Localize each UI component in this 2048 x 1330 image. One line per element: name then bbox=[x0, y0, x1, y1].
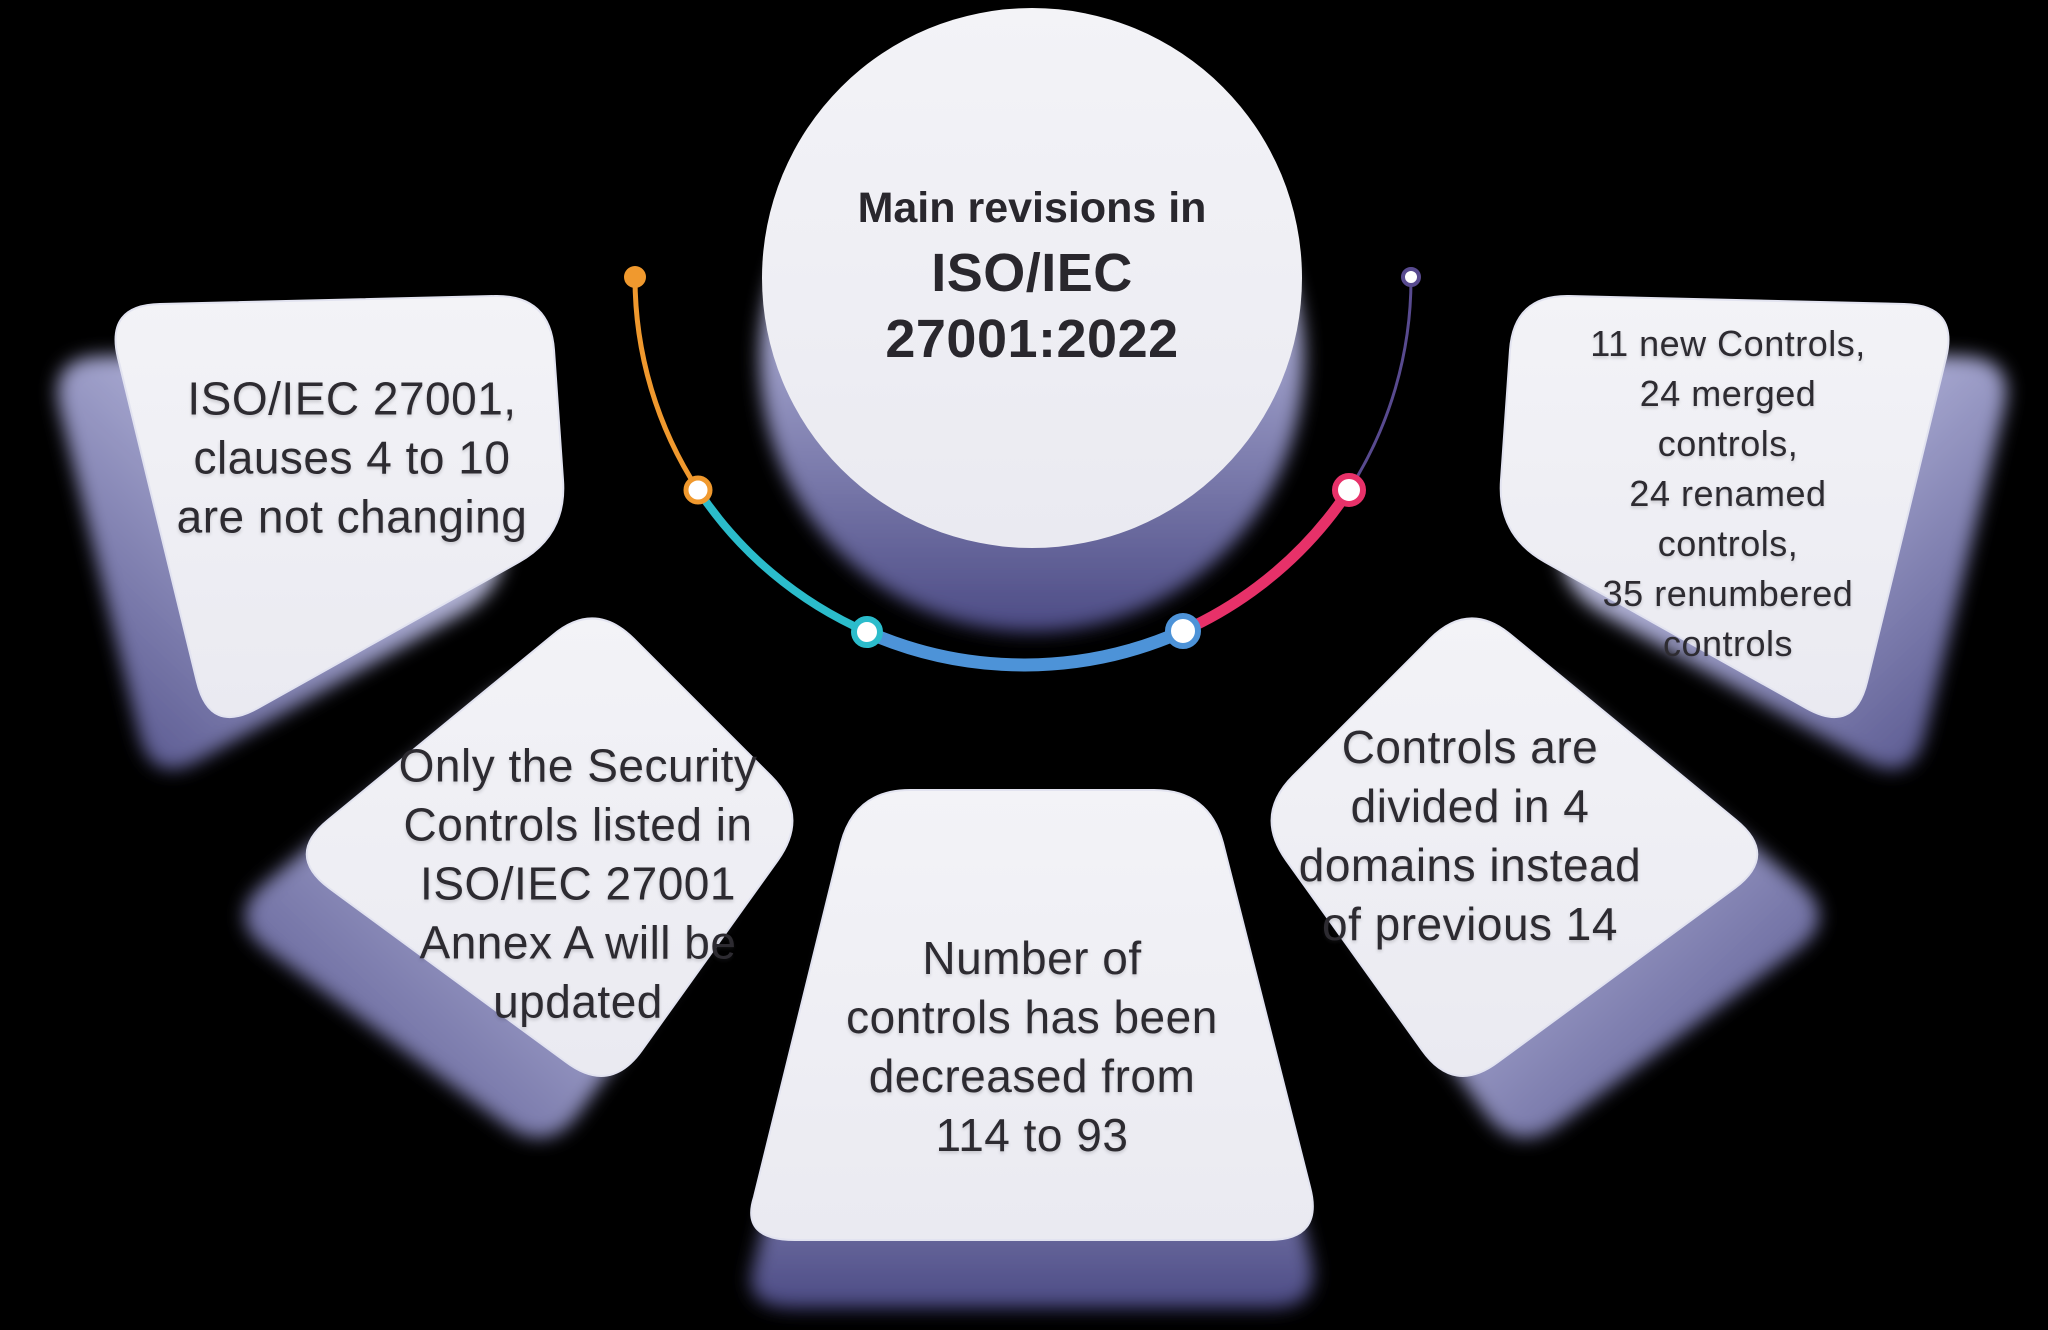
arc-segment-teal bbox=[694, 487, 869, 636]
arc-segment-purple bbox=[1347, 276, 1413, 491]
card-text-annex-a-update: Only the Security Controls listed in ISO… bbox=[398, 739, 758, 1028]
center-circle bbox=[762, 8, 1302, 548]
timeline-dot-pink bbox=[1332, 473, 1366, 507]
timeline-dot-teal bbox=[851, 616, 883, 648]
title-intro: Main revisions in bbox=[857, 184, 1207, 232]
card-controls-changes bbox=[1499, 294, 1950, 718]
card-text-controls-decreased: Number of controls has been decreased fr… bbox=[846, 932, 1218, 1161]
timeline-start-dot-orange bbox=[624, 266, 646, 288]
arc-segment-pink bbox=[1180, 486, 1354, 637]
card-text-four-domains: Controls are divided in 4 domains instea… bbox=[1298, 721, 1642, 950]
arc-segment-orange bbox=[632, 276, 701, 492]
arc-segment-blue bbox=[864, 625, 1186, 672]
card-four-domains bbox=[1270, 617, 1759, 1077]
card-text-controls-changes: 11 new Controls, 24 merged controls, 24 … bbox=[1590, 323, 1866, 664]
timeline-dot-orange bbox=[683, 475, 713, 505]
card-clauses-unchanged bbox=[114, 294, 565, 718]
timeline-dot-blue bbox=[1165, 613, 1201, 649]
card-text-clauses-unchanged: ISO/IEC 27001, clauses 4 to 10 are not c… bbox=[176, 372, 528, 543]
timeline-end-dot-purple bbox=[1401, 267, 1421, 287]
title-standard: ISO/IEC 27001:2022 bbox=[885, 243, 1179, 369]
card-annex-a-update bbox=[305, 617, 794, 1077]
card-controls-decreased bbox=[750, 789, 1314, 1241]
